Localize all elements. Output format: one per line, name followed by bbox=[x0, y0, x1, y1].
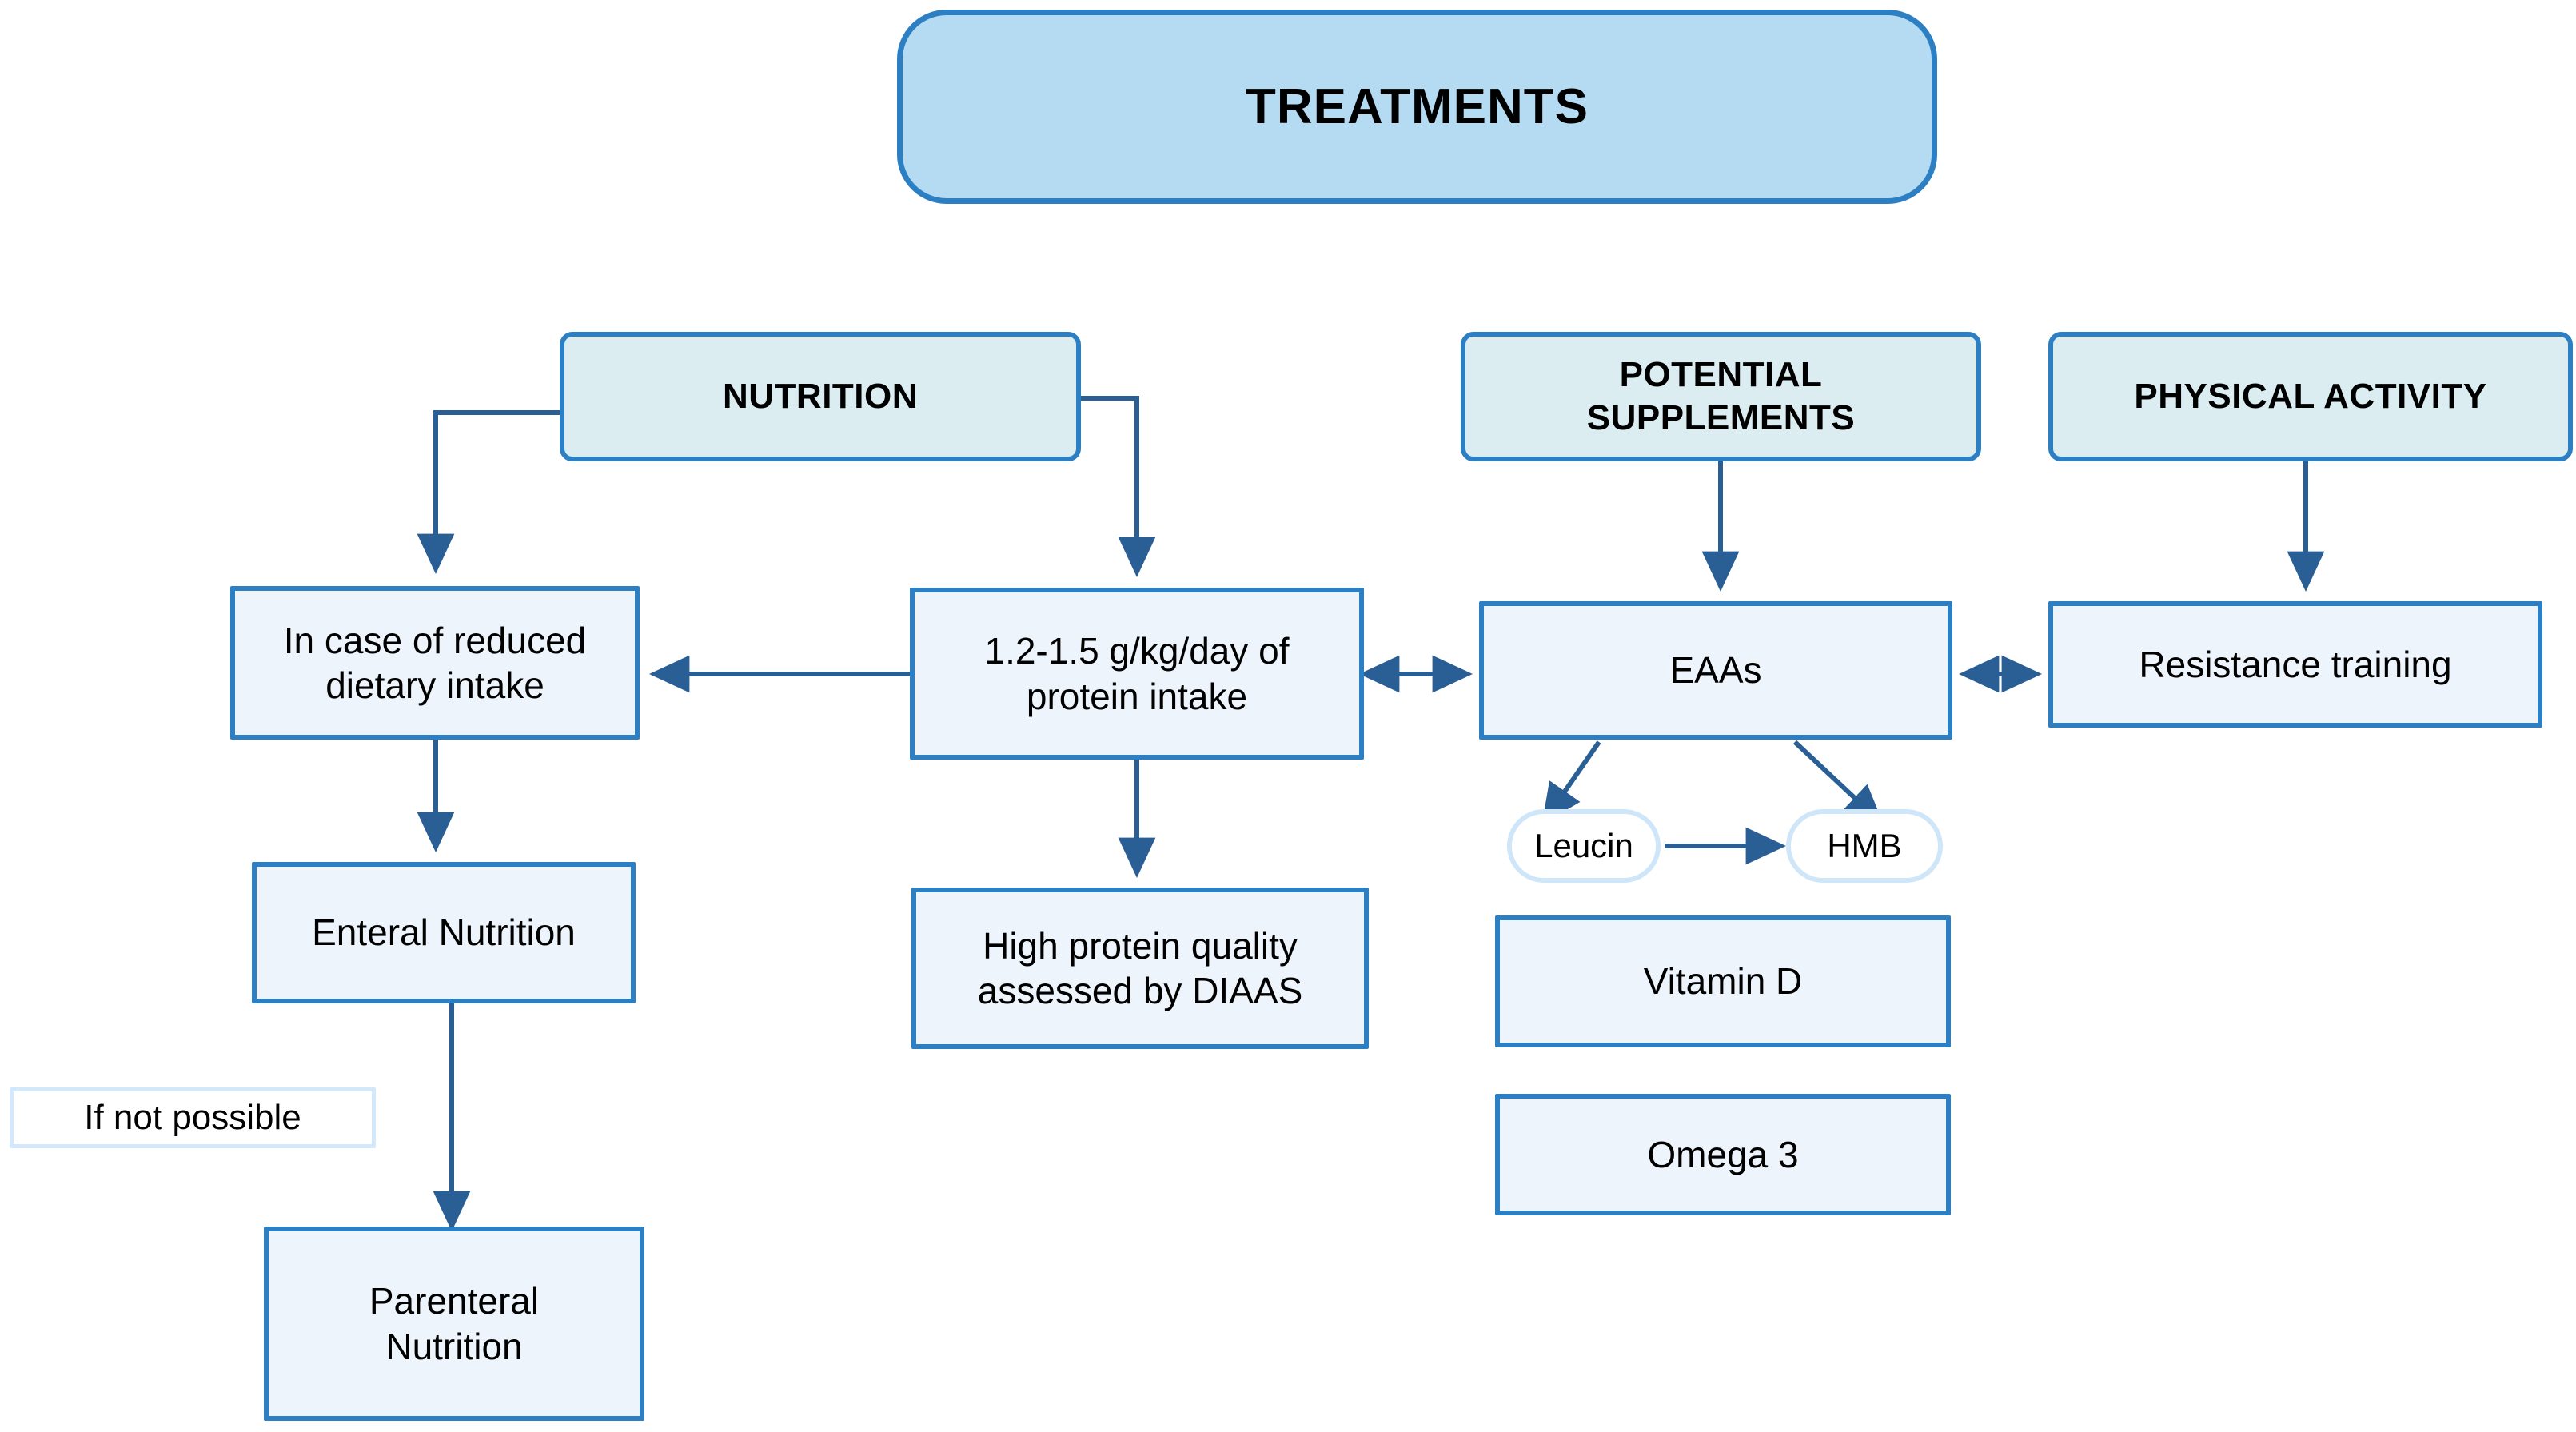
node-leucin[interactable]: Leucin bbox=[1507, 809, 1661, 883]
node-protein-quality-line2: assessed by DIAAS bbox=[977, 970, 1303, 1011]
node-parenteral-nutrition-line2: Nutrition bbox=[385, 1325, 523, 1367]
node-vitamin-d[interactable]: Vitamin D bbox=[1495, 915, 1951, 1047]
annotation-if-not-possible-label: If not possible bbox=[84, 1098, 301, 1138]
node-omega-3[interactable]: Omega 3 bbox=[1495, 1094, 1951, 1215]
category-potential-supplements-label-line2: SUPPLEMENTS bbox=[1586, 398, 1856, 437]
diagram-title-banner: TREATMENTS bbox=[897, 10, 1937, 204]
node-parenteral-nutrition-line1: Parenteral bbox=[369, 1280, 540, 1322]
category-physical-activity[interactable]: PHYSICAL ACTIVITY bbox=[2048, 332, 2573, 461]
node-reduced-dietary-intake-line2: dietary intake bbox=[325, 664, 544, 706]
node-enteral-nutrition[interactable]: Enteral Nutrition bbox=[252, 862, 636, 1003]
node-reduced-dietary-intake-line1: In case of reduced bbox=[283, 619, 587, 661]
node-hmb-label: HMB bbox=[1827, 827, 1902, 865]
node-protein-intake[interactable]: 1.2-1.5 g/kg/day of protein intake bbox=[910, 588, 1364, 760]
node-protein-intake-line1: 1.2-1.5 g/kg/day of bbox=[984, 630, 1290, 672]
category-nutrition-label: NUTRITION bbox=[722, 377, 919, 417]
category-potential-supplements-label-line1: POTENTIAL bbox=[1619, 355, 1823, 395]
node-hmb[interactable]: HMB bbox=[1786, 809, 1943, 883]
node-resistance-training[interactable]: Resistance training bbox=[2048, 601, 2542, 728]
node-leucin-label: Leucin bbox=[1534, 827, 1633, 865]
node-eaas[interactable]: EAAs bbox=[1479, 601, 1952, 740]
node-eaas-label: EAAs bbox=[1669, 649, 1762, 692]
annotation-if-not-possible: If not possible bbox=[10, 1087, 376, 1148]
node-protein-quality[interactable]: High protein quality assessed by DIAAS bbox=[911, 888, 1369, 1049]
category-physical-activity-label: PHYSICAL ACTIVITY bbox=[2134, 377, 2487, 417]
category-potential-supplements[interactable]: POTENTIAL SUPPLEMENTS bbox=[1461, 332, 1981, 461]
node-protein-quality-line1: High protein quality bbox=[983, 924, 1298, 967]
category-nutrition[interactable]: NUTRITION bbox=[560, 332, 1081, 461]
node-resistance-training-label: Resistance training bbox=[2139, 643, 2452, 685]
node-omega-3-label: Omega 3 bbox=[1647, 1133, 1799, 1175]
node-reduced-dietary-intake[interactable]: In case of reduced dietary intake bbox=[230, 586, 640, 740]
diagram-title-text: TREATMENTS bbox=[1245, 78, 1589, 134]
node-parenteral-nutrition[interactable]: Parenteral Nutrition bbox=[264, 1227, 644, 1421]
edge-nutrition-to-protein-intake bbox=[1081, 396, 1156, 577]
node-protein-intake-line2: protein intake bbox=[1026, 675, 1248, 717]
node-enteral-nutrition-label: Enteral Nutrition bbox=[312, 911, 576, 954]
node-vitamin-d-label: Vitamin D bbox=[1643, 960, 1803, 1003]
edge-nutrition-to-reduced-intake bbox=[417, 410, 560, 574]
